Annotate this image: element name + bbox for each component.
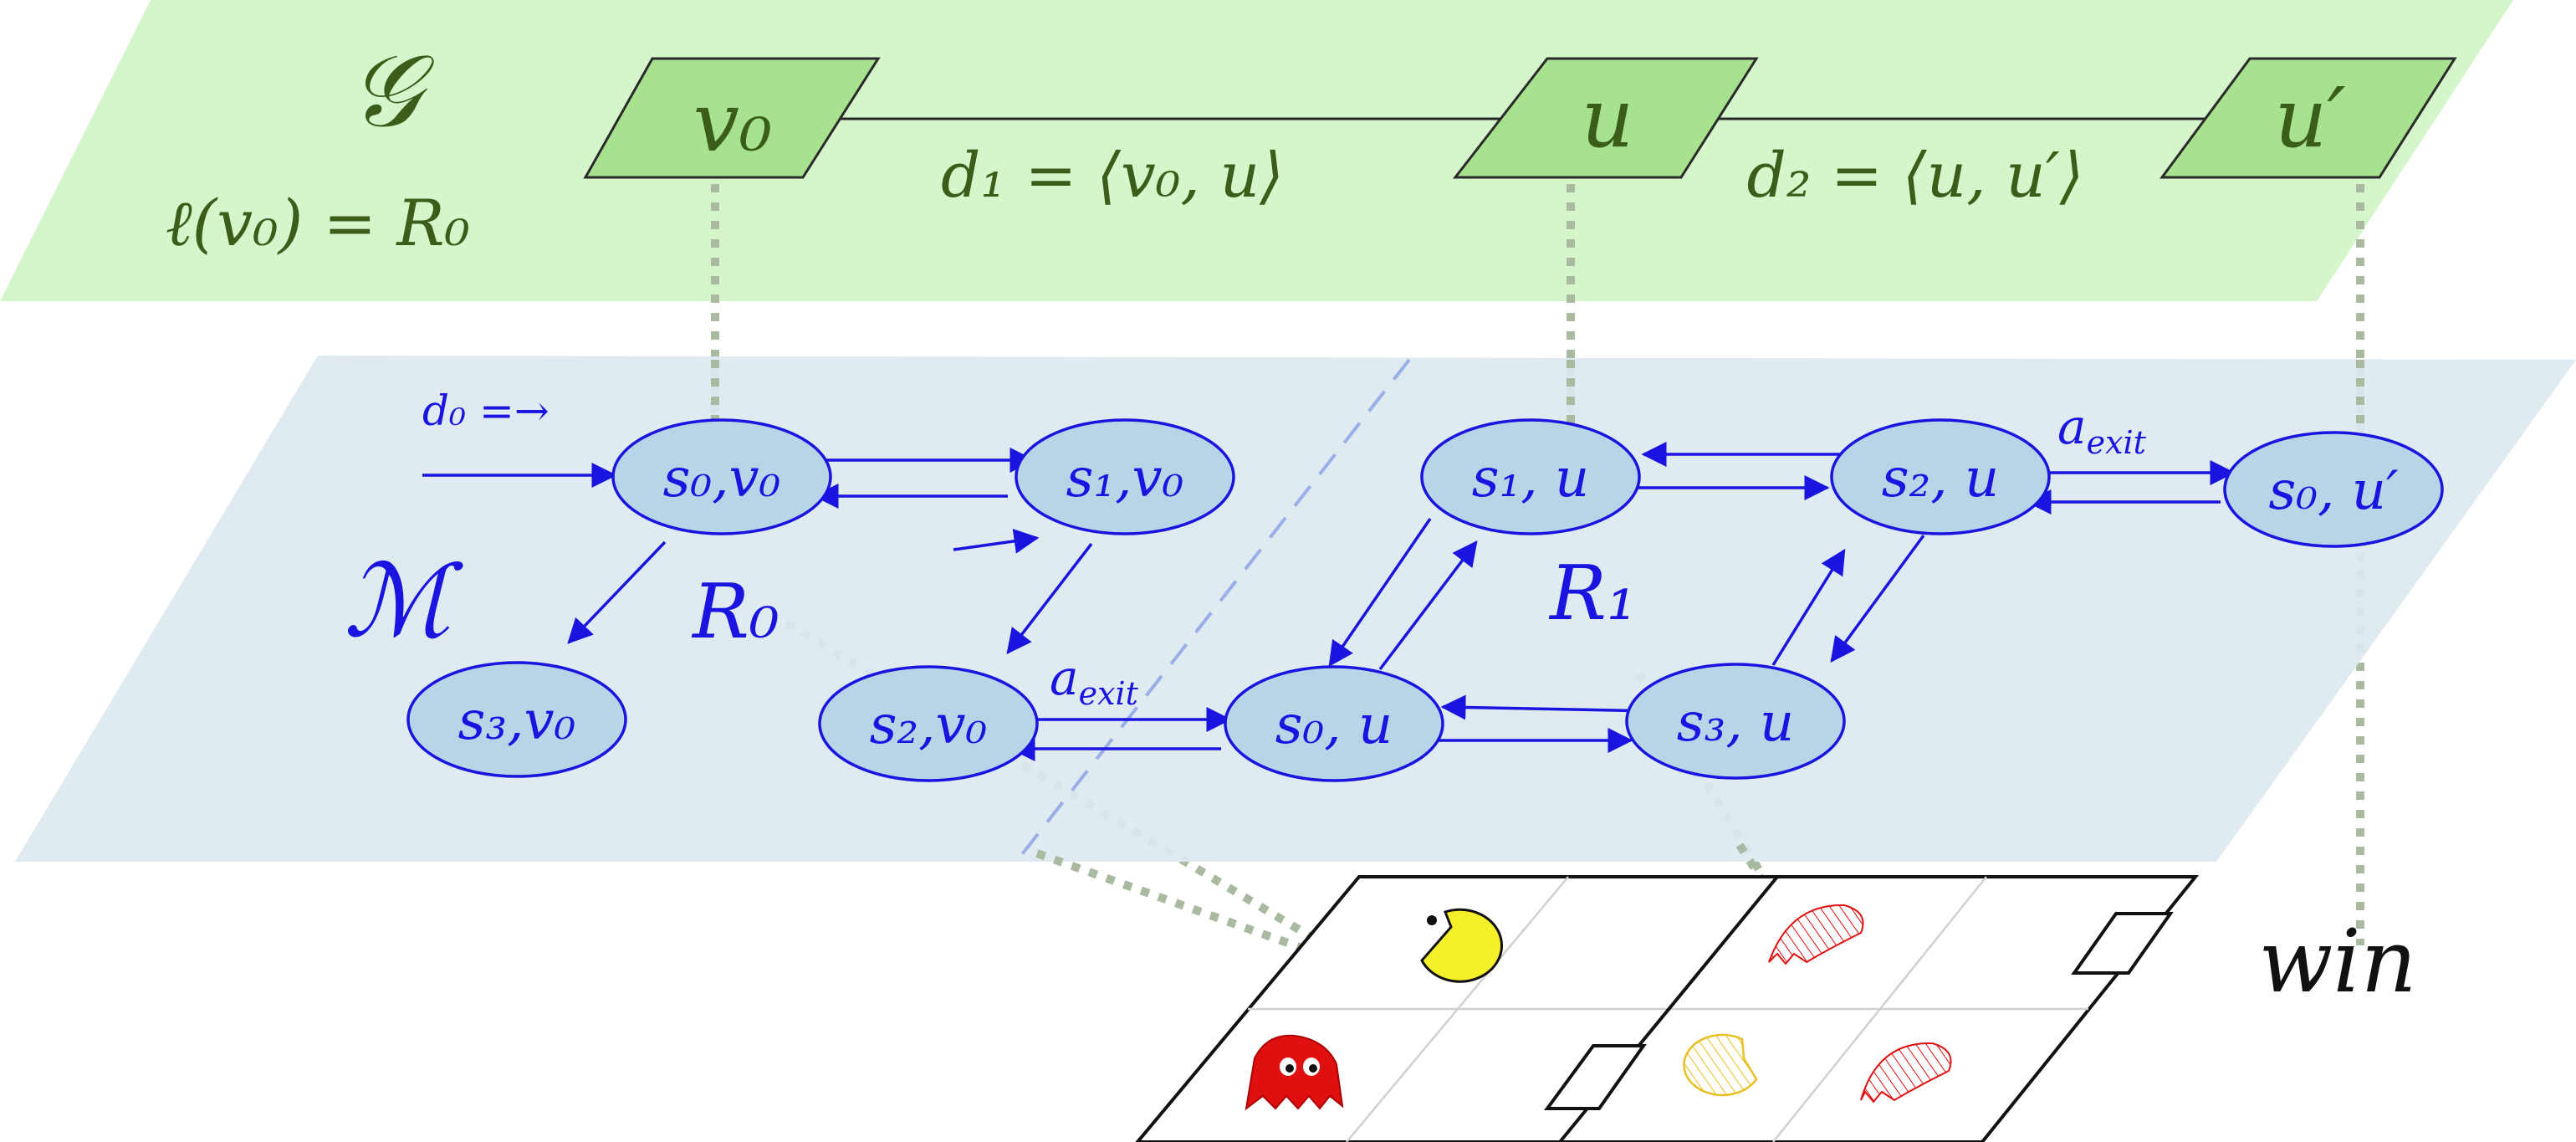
state-s1-u <box>1420 418 1641 535</box>
faded-ghost-icon-2 <box>1860 1042 1952 1104</box>
region-R1-label: R₁ <box>1548 550 1637 638</box>
graph-node-v0-label: v₀ <box>693 75 773 171</box>
graph-edge-d1-label: d₁ = ⟨v₀, u⟩ <box>941 140 1284 212</box>
initial-distribution-label: d₀ =→ <box>422 387 549 435</box>
state-s3-u <box>1625 663 1846 780</box>
state-s2-u <box>1830 418 2051 535</box>
win-label: win <box>2258 910 2416 1012</box>
state-s0-uprime-label: s₀, u′ <box>2269 460 2399 522</box>
state-s0-uprime <box>2223 431 2444 548</box>
state-s0-v0 <box>611 418 832 535</box>
mdp-symbol: ℳ <box>344 544 464 660</box>
pacman-grid <box>1135 875 2200 1142</box>
state-s1-v0-label: s₁,v₀ <box>1066 448 1184 510</box>
door-icon-exit <box>2071 912 2174 975</box>
state-s0-u <box>1224 665 1444 782</box>
state-s1-v0 <box>1015 418 1235 535</box>
state-s3-v0-label: s₃,v₀ <box>458 690 576 752</box>
graph-node-uprime <box>2159 57 2457 179</box>
graph-node-uprime-label: u′ <box>2274 71 2345 166</box>
faded-pacman-icon <box>1683 1033 1758 1097</box>
labeling-function: ℓ(v₀) = R₀ <box>166 186 470 260</box>
exit-action-label-2: aexit <box>2057 398 2147 461</box>
graph-node-u <box>1452 57 1759 179</box>
state-s1-u-label: s₁, u <box>1472 448 1589 510</box>
door-icon <box>1544 1044 1647 1110</box>
exit-action-label-1: aexit <box>1050 649 1139 712</box>
region-separator <box>1015 358 1411 863</box>
graph-node-u-label: u <box>1581 71 1633 166</box>
graph-plane <box>0 0 2513 301</box>
graph-node-v0 <box>583 57 881 179</box>
state-s2-v0 <box>818 665 1039 782</box>
state-s3-v0 <box>406 661 627 778</box>
pacman-eye <box>1427 915 1437 925</box>
state-s2-v0-label: s₂,v₀ <box>870 694 988 756</box>
state-s2-u-label: s₂, u <box>1882 448 1999 510</box>
pacman-icon <box>1420 908 1503 983</box>
state-s3-u-label: s₃, u <box>1677 692 1794 754</box>
mdp-states <box>406 418 2444 782</box>
region-R0-label: R₀ <box>691 568 779 656</box>
state-s0-v0-label: s₀,v₀ <box>663 448 781 510</box>
faded-ghost-icon <box>1768 904 1864 965</box>
mdp-transitions <box>422 442 2236 761</box>
state-s0-u-label: s₀, u <box>1275 694 1393 756</box>
graph-edge-d2-label: d₂ = ⟨u, u′⟩ <box>1747 140 2084 212</box>
